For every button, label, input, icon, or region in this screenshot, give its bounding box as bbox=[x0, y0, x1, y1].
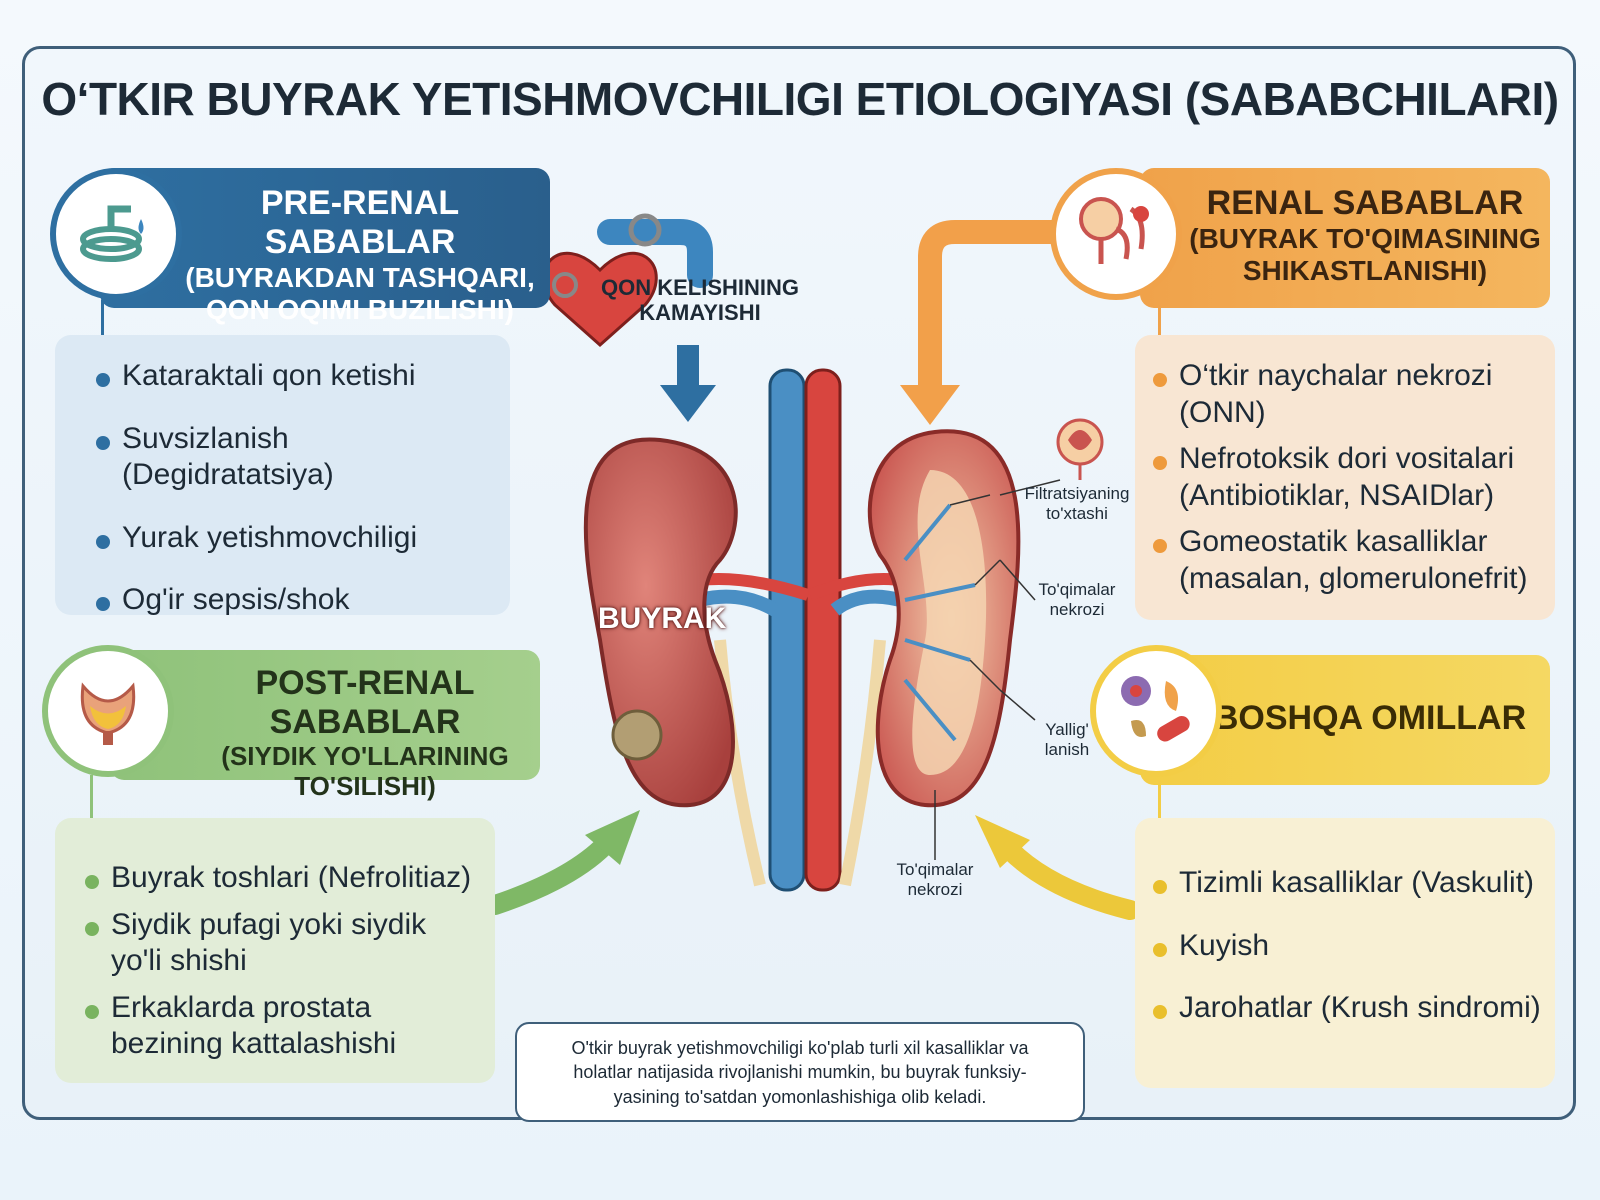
list-item: Nefrotoksik dori vositalari (Antibiotikl… bbox=[1153, 441, 1548, 514]
annotation-filtration: Filtratsiyaning to'xtashi bbox=[1024, 484, 1130, 523]
other-title: BOSHQA OMILLAR bbox=[1213, 699, 1527, 737]
other-panel bbox=[1135, 818, 1555, 1088]
list-item: Yurak yetishmovchiligi bbox=[96, 520, 506, 557]
bladder-prostate-icon bbox=[80, 682, 136, 745]
vena-cava bbox=[768, 368, 806, 892]
list-item: Tizimli kasalliklar (Vaskulit) bbox=[1153, 865, 1548, 902]
pre-renal-arrow bbox=[597, 219, 713, 288]
list-item: Kataraktali qon ketishi bbox=[96, 358, 506, 395]
pre-renal-subtitle-2: QON OQIMI BUZILISHI) bbox=[206, 294, 514, 326]
renal-arrow bbox=[918, 220, 1097, 402]
renal-subtitle-1: (BUYRAK TO'QIMASINING bbox=[1189, 223, 1541, 255]
other-arrow bbox=[1000, 840, 1140, 920]
flow-label-2: KAMAYISHI bbox=[639, 300, 761, 326]
pre-renal-list: Kataraktali qon ketishi Suvsizlanish (De… bbox=[96, 358, 506, 619]
post-renal-banner: POST-RENAL SABABLAR (SIYDIK YO'LLARINING… bbox=[110, 650, 540, 801]
heart-gears-icon bbox=[542, 213, 662, 348]
list-item: Og'ir sepsis/shok bbox=[96, 582, 506, 619]
other-icon-circle bbox=[1090, 645, 1222, 777]
pre-renal-panel bbox=[55, 335, 510, 615]
nephron-icon bbox=[1056, 418, 1104, 480]
renal-panel bbox=[1135, 335, 1555, 620]
annotation-necrosis: To'qimalar nekrozi bbox=[1038, 580, 1116, 619]
renal-list: O‘tkir naychalar nekrozi (ONN) Nefrotoks… bbox=[1153, 358, 1548, 598]
pre-renal-subtitle-1: (BUYRAKDAN TASHQARI, bbox=[185, 262, 535, 294]
list-item: Erkaklarda prostata bezining kattalashis… bbox=[85, 990, 485, 1063]
other-list: Tizimli kasalliklar (Vaskulit) Kuyish Ja… bbox=[1153, 865, 1548, 1027]
post-renal-panel bbox=[55, 818, 495, 1083]
note-line-3: yasining to'satdan yomonlashishiga olib … bbox=[613, 1086, 987, 1107]
list-item: Suvsizlanish (Degidratatsiya) bbox=[96, 421, 506, 494]
nephron-icon bbox=[1079, 197, 1149, 264]
note-line-1: O'tkir buyrak yetishmovchiligi ko'plab t… bbox=[571, 1038, 1029, 1058]
blood-flow-label: QON KELISHINING KAMAYISHI bbox=[600, 275, 800, 326]
annotation-necrosis-lower: To'qimalar nekrozi bbox=[896, 860, 974, 899]
list-item: Jarohatlar (Krush sindromi) bbox=[1153, 990, 1548, 1027]
note-line-2: holatlar natijasida rivojlanishi mumkin,… bbox=[573, 1062, 1027, 1083]
renal-banner: RENAL SABABLAR (BUYRAK TO'QIMASINING SHI… bbox=[1140, 168, 1550, 308]
page-title: O‘TKIR BUYRAK YETISHMOVCHILIGI ETIOLOGIY… bbox=[41, 73, 1559, 125]
hose-water-drop-icon bbox=[80, 205, 144, 262]
summary-note: O'tkir buyrak yetishmovchiligi ko'plab t… bbox=[515, 1022, 1085, 1122]
post-renal-subtitle-1: (SIYDIK YO'LLARINING bbox=[221, 741, 509, 772]
list-item: Siydik pufagi yoki siydik yo'li shishi bbox=[85, 907, 485, 980]
annotation-inflammation: Yallig' lanish bbox=[1044, 720, 1090, 759]
renal-subtitle-2: SHIKASTLANISHI) bbox=[1242, 255, 1488, 287]
list-item: O‘tkir naychalar nekrozi (ONN) bbox=[1153, 358, 1548, 431]
list-item: Buyrak toshlari (Nefrolitiaz) bbox=[85, 860, 485, 897]
list-item: Kuyish bbox=[1153, 928, 1548, 965]
post-renal-title: POST-RENAL SABABLAR bbox=[255, 664, 475, 742]
post-renal-arrow bbox=[485, 835, 615, 915]
post-renal-list: Buyrak toshlari (Nefrolitiaz) Siydik puf… bbox=[85, 860, 485, 1063]
aorta bbox=[804, 368, 842, 892]
post-renal-subtitle-2: TO'SILISHI) bbox=[294, 771, 436, 802]
kidney-stone bbox=[611, 709, 663, 761]
pre-renal-icon-circle bbox=[50, 168, 182, 300]
kidney-label: BUYRAK bbox=[598, 602, 727, 635]
pre-renal-title: PRE-RENAL SABABLAR bbox=[260, 184, 460, 262]
renal-icon-circle bbox=[1050, 168, 1182, 300]
list-item: Gomeostatik kasalliklar (masalan, glomer… bbox=[1153, 524, 1548, 597]
post-renal-icon-circle bbox=[42, 645, 174, 777]
microbes-pills-icon bbox=[1121, 676, 1190, 742]
renal-title: RENAL SABABLAR bbox=[1206, 184, 1524, 222]
flow-label-1: QON KELISHINING bbox=[600, 275, 799, 300]
